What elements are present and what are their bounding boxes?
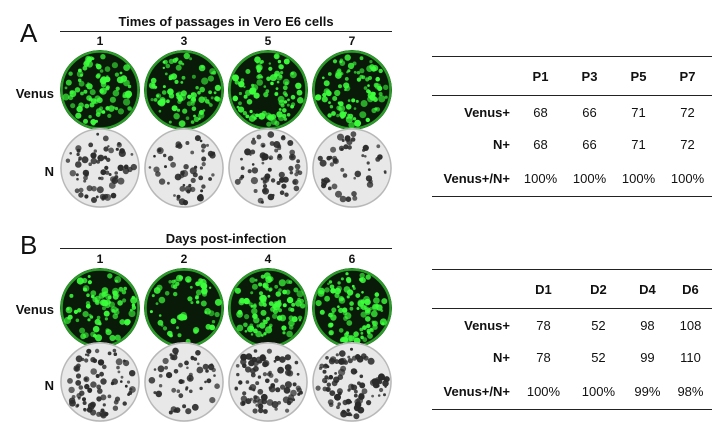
table-cell: 100% — [516, 160, 565, 197]
table-row-label: Venus+/N+ — [432, 373, 516, 410]
n-well-image — [228, 342, 308, 422]
table-header-cell: D1 — [516, 269, 571, 309]
panel-b-col-label: 4 — [264, 252, 272, 266]
panel-b-col-label: 6 — [348, 252, 356, 266]
venus-well-image — [312, 50, 392, 130]
table-cell: 78 — [536, 349, 551, 365]
table-cell: 110 — [680, 349, 701, 365]
table-header-cell: P1 — [516, 56, 565, 96]
table-cell: 100% — [565, 160, 614, 197]
table-row: N+ 78 52 99 110 — [432, 341, 712, 373]
table-header-row: P1 P3 P5 P7 — [432, 56, 712, 96]
panel-b-col-label: 2 — [180, 252, 188, 266]
table-cell: 72 — [680, 104, 695, 120]
panel-a-title-rule — [60, 31, 392, 32]
table-row: Venus+ 78 52 98 108 — [432, 309, 712, 342]
n-well-image — [144, 342, 224, 422]
table-cell: 108 — [679, 317, 702, 333]
table-header-row: D1 D2 D4 D6 — [432, 269, 712, 309]
table-cell: 52 — [591, 349, 606, 365]
table-row: Venus+/N+ 100% 100% 99% 98% — [432, 373, 712, 410]
table-cell: 100% — [570, 373, 626, 410]
table-cell: 71 — [631, 136, 646, 152]
n-well-image — [312, 128, 392, 208]
table-row-label: N+ — [493, 349, 510, 365]
venus-well-image — [60, 50, 140, 130]
table-cell: 72 — [680, 136, 695, 152]
n-well-image — [228, 128, 308, 208]
panel-a-col-label: 1 — [96, 34, 104, 48]
panel-a-title: Times of passages in Vero E6 cells — [118, 14, 334, 29]
table-cell: 99 — [640, 349, 655, 365]
table-cell: 98 — [640, 317, 655, 333]
venus-well-image — [60, 268, 140, 348]
table-cell: 71 — [631, 104, 646, 120]
table-cell: 100% — [614, 160, 663, 197]
table-cell: 100% — [516, 373, 571, 410]
panel-b-col-label: 1 — [96, 252, 104, 266]
table-cell: 98% — [668, 373, 712, 410]
panel-letter-a: A — [20, 18, 38, 48]
panel-a-table: P1 P3 P5 P7 Venus+ 68 66 71 72 N+ 68 66 … — [432, 56, 712, 197]
table-header-cell: P7 — [663, 56, 712, 96]
table-header-cell: D6 — [668, 269, 712, 309]
table-cell: 78 — [536, 317, 551, 333]
panel-a-col-label: 7 — [348, 34, 356, 48]
table-cell: 66 — [582, 136, 597, 152]
table-header-cell — [432, 56, 516, 96]
panel-a-col-label: 5 — [264, 34, 272, 48]
panel-b-row-label-n: N — [44, 378, 54, 393]
table-header-cell: D2 — [570, 269, 626, 309]
table-header-cell: P3 — [565, 56, 614, 96]
venus-well-image — [312, 268, 392, 348]
table-cell: 68 — [533, 104, 548, 120]
table-row-label: Venus+/N+ — [432, 160, 516, 197]
n-well-image — [144, 128, 224, 208]
table-row: N+ 68 66 71 72 — [432, 128, 712, 160]
table-header-cell: D4 — [625, 269, 669, 309]
table-row-label: N+ — [493, 136, 510, 152]
panel-a-row-label-venus: Venus — [15, 86, 54, 101]
table-header-cell — [432, 269, 516, 309]
panel-a-row-label-n: N — [44, 164, 54, 179]
table-cell: 100% — [663, 160, 712, 197]
table-row: Venus+ 68 66 71 72 — [432, 96, 712, 129]
table-cell: 68 — [533, 136, 548, 152]
venus-well-image — [228, 268, 308, 348]
panel-b-title: Days post-infection — [165, 231, 287, 246]
venus-well-image — [228, 50, 308, 130]
venus-well-image — [144, 50, 224, 130]
panel-b-table: D1 D2 D4 D6 Venus+ 78 52 98 108 N+ 78 52… — [432, 269, 712, 410]
table-row-label: Venus+ — [464, 317, 510, 333]
table-cell: 52 — [591, 317, 606, 333]
panel-b-title-rule — [60, 248, 392, 249]
venus-well-image — [144, 268, 224, 348]
n-well-image — [60, 342, 140, 422]
n-well-image — [60, 128, 140, 208]
table-header-cell: P5 — [614, 56, 663, 96]
table-row-label: Venus+ — [464, 104, 510, 120]
table-row: Venus+/N+ 100% 100% 100% 100% — [432, 160, 712, 197]
table-cell: 66 — [582, 104, 597, 120]
n-well-image — [312, 342, 392, 422]
panel-b-row-label-venus: Venus — [15, 302, 54, 317]
panel-letter-b: B — [20, 230, 38, 260]
panel-a-col-label: 3 — [180, 34, 188, 48]
table-cell: 99% — [625, 373, 669, 410]
